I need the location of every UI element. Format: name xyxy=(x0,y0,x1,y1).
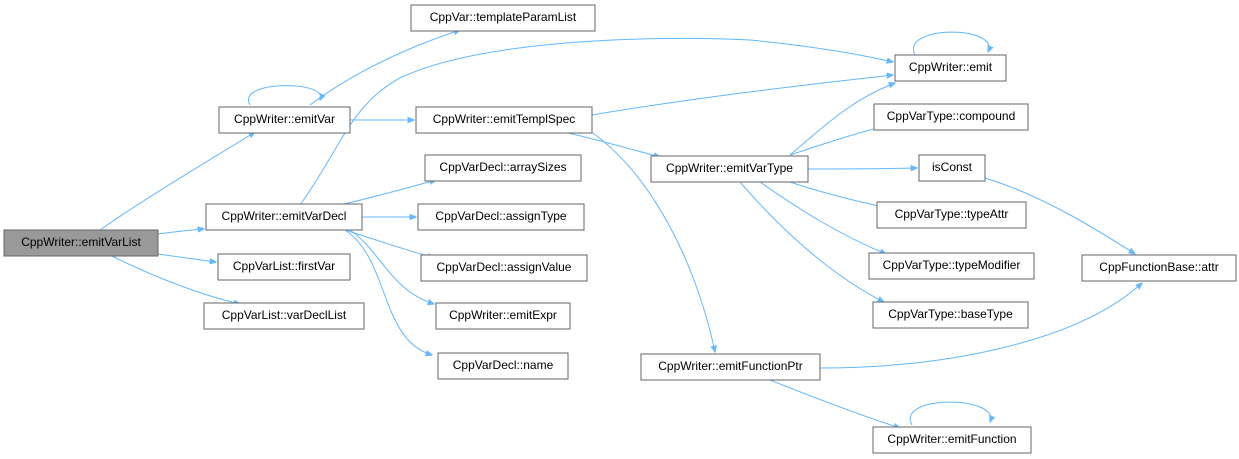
node-label: CppWriter::emit xyxy=(909,60,993,74)
edge-emitVarList-firstVar xyxy=(157,253,216,262)
edge-emitVarDecl-arraySizes xyxy=(339,180,436,206)
edge-emitFunctionPtr-emitFunction xyxy=(769,379,900,428)
edge-emitVarList-emitVarDecl xyxy=(157,229,204,235)
edge-emitVarType-emit xyxy=(789,83,895,156)
edge-emitTemplSpec-emitFunctionPtr xyxy=(589,130,715,352)
edge-emitVarDecl-assignValue xyxy=(344,229,434,258)
node-firstVar[interactable]: CppVarList::firstVar xyxy=(217,253,351,281)
edge-emitTemplSpec-emitVarType xyxy=(559,130,660,157)
node-emit[interactable]: CppWriter::emit xyxy=(894,54,1007,82)
node-label: CppFunctionBase::attr xyxy=(1099,260,1218,274)
node-label: CppWriter::emitExpr xyxy=(449,308,557,322)
node-emitVar[interactable]: CppWriter::emitVar xyxy=(218,106,351,134)
edge-emitFunctionPtr-attr xyxy=(819,283,1142,369)
node-label: CppWriter::emitVarType xyxy=(666,161,793,175)
node-attr[interactable]: CppFunctionBase::attr xyxy=(1081,254,1237,282)
edge-emitTemplSpec-emit xyxy=(591,75,893,116)
node-label: CppVarType::compound xyxy=(887,109,1016,123)
node-compound[interactable]: CppVarType::compound xyxy=(873,103,1029,131)
node-label: CppVarList::firstVar xyxy=(233,259,335,273)
node-label: CppWriter::emitVar xyxy=(234,112,335,126)
edge-emitVarDecl-emitExpr xyxy=(349,229,434,304)
edge-emitVar-templateParamList xyxy=(309,30,460,106)
node-label: CppVarType::typeModifier xyxy=(883,258,1021,272)
node-typeModifier[interactable]: CppVarType::typeModifier xyxy=(868,252,1035,280)
node-arraySizes[interactable]: CppVarDecl::arraySizes xyxy=(424,154,582,182)
node-name[interactable]: CppVarDecl::name xyxy=(437,352,569,380)
edge-emitVarType-compound xyxy=(789,126,885,156)
node-assignValue[interactable]: CppVarDecl::assignValue xyxy=(420,254,588,282)
node-label: CppVarDecl::assignType xyxy=(435,209,567,223)
edge-emitVarType-isConst xyxy=(807,168,917,169)
edge-emitVarList-emitVar xyxy=(99,132,255,231)
edge-emitFunction-self xyxy=(909,401,991,426)
node-emitVarList[interactable]: CppWriter::emitVarList xyxy=(3,229,159,257)
edge-emitVarType-typeModifier xyxy=(759,181,886,254)
node-emitVarType[interactable]: CppWriter::emitVarType xyxy=(650,155,809,183)
node-assignType[interactable]: CppVarDecl::assignType xyxy=(417,203,585,231)
node-label: CppVarDecl::name xyxy=(453,358,554,372)
edge-emitVar-self xyxy=(247,85,320,106)
node-templateParamList[interactable]: CppVar::templateParamList xyxy=(410,4,596,32)
node-label: CppWriter::emitVarList xyxy=(21,235,141,249)
node-label: CppVarType::typeAttr xyxy=(895,207,1009,221)
node-label: CppWriter::emitFunction xyxy=(887,432,1016,446)
node-isConst[interactable]: isConst xyxy=(918,154,986,182)
node-emitFunction[interactable]: CppWriter::emitFunction xyxy=(872,426,1032,454)
node-emitTemplSpec[interactable]: CppWriter::emitTemplSpec xyxy=(415,106,593,134)
node-emitExpr[interactable]: CppWriter::emitExpr xyxy=(435,302,571,330)
node-label: CppWriter::emitFunctionPtr xyxy=(658,359,803,373)
node-label: CppVarList::varDeclList xyxy=(222,308,347,322)
node-baseType[interactable]: CppVarType::baseType xyxy=(872,301,1029,329)
node-label: CppVarDecl::arraySizes xyxy=(439,160,566,174)
node-label: CppVar::templateParamList xyxy=(430,10,577,24)
node-label: CppWriter::emitTemplSpec xyxy=(433,112,576,126)
edge-emit-self xyxy=(912,31,989,56)
edge-emitVarDecl-name xyxy=(344,229,432,355)
node-label: isConst xyxy=(932,160,973,174)
edge-emitVarList-varDeclList xyxy=(111,255,240,304)
node-label: CppVarType::baseType xyxy=(888,307,1013,321)
node-label: CppWriter::emitVarDecl xyxy=(222,209,347,223)
edge-isConst-attr xyxy=(984,177,1135,254)
edge-emitVarType-typeAttr xyxy=(789,181,888,208)
node-emitFunctionPtr[interactable]: CppWriter::emitFunctionPtr xyxy=(640,353,821,381)
node-typeAttr[interactable]: CppVarType::typeAttr xyxy=(876,201,1027,229)
edge-emitVarType-baseType xyxy=(739,181,884,302)
node-varDeclList[interactable]: CppVarList::varDeclList xyxy=(203,302,365,330)
edges xyxy=(99,30,1142,428)
node-label: CppVarDecl::assignValue xyxy=(437,260,572,274)
nodes: CppWriter::emitVarList CppWriter::emitVa… xyxy=(3,4,1237,454)
node-emitVarDecl[interactable]: CppWriter::emitVarDecl xyxy=(205,203,363,231)
